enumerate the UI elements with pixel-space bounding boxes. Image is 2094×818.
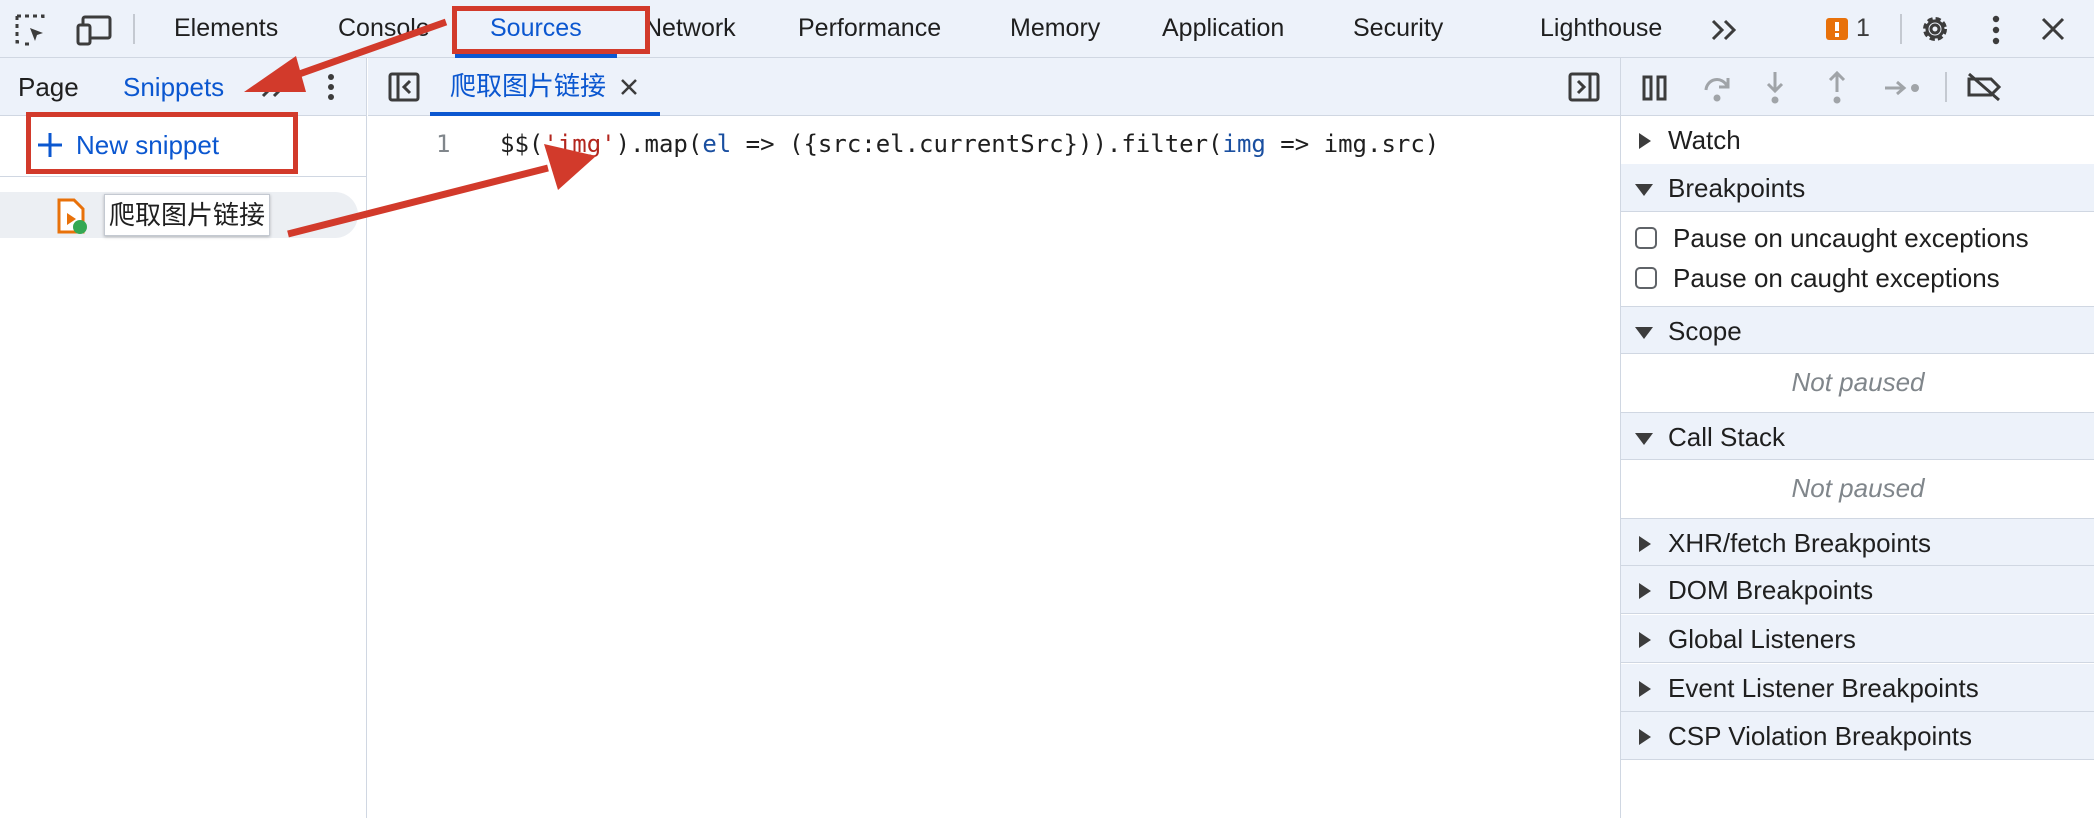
expanded-arrow-icon (1635, 433, 1653, 445)
event-label: Event Listener Breakpoints (1668, 673, 1979, 703)
pause-uncaught-label: Pause on uncaught exceptions (1673, 223, 2029, 253)
kebab-menu-icon[interactable] (1988, 14, 2004, 46)
collapsed-arrow-icon (1639, 681, 1651, 697)
pause-resume-icon[interactable] (1641, 74, 1669, 102)
new-snippet-label: New snippet (76, 130, 220, 160)
pause-caught-row[interactable]: Pause on caught exceptions (1621, 258, 2094, 298)
debugger-toolbar (1621, 58, 2094, 116)
watch-label: Watch (1668, 125, 1741, 155)
collapsed-arrow-icon (1639, 729, 1651, 745)
step-out-icon[interactable] (1825, 70, 1849, 106)
line-number: 1 (436, 130, 451, 158)
tab-security[interactable]: Security (1353, 14, 1444, 42)
inspect-element-icon[interactable] (14, 13, 48, 47)
csp-violation-breakpoints-header[interactable]: CSP Violation Breakpoints (1621, 712, 2094, 760)
collapsed-arrow-icon (1639, 583, 1651, 599)
xhr-label: XHR/fetch Breakpoints (1668, 528, 1932, 558)
breakpoints-section-header[interactable]: Breakpoints (1621, 164, 2094, 212)
tab-page[interactable]: Page (18, 72, 79, 102)
close-icon[interactable] (2040, 16, 2066, 42)
toolbar-separator (133, 14, 135, 44)
issues-warning-icon[interactable] (1826, 18, 1848, 40)
toggle-navigator-icon[interactable] (388, 72, 420, 102)
step-icon[interactable] (1883, 78, 1923, 98)
navigator-menu-icon[interactable] (324, 72, 338, 102)
pause-uncaught-checkbox[interactable] (1635, 227, 1657, 249)
sources-navigator: Page Snippets New snippet 爬取图片链接 (0, 58, 367, 818)
csp-label: CSP Violation Breakpoints (1668, 721, 1973, 751)
annotation-box-sources-tab (452, 6, 650, 54)
code-token-param: el (702, 130, 732, 158)
code-editor-area: 爬取图片链接 1 $$('img').map(el => ({src:el.cu… (368, 58, 1620, 818)
code-token-plain: $$( (500, 130, 544, 158)
new-snippet-button[interactable]: New snippet (34, 128, 294, 162)
global-listeners-header[interactable]: Global Listeners (1621, 615, 2094, 663)
global-label: Global Listeners (1668, 624, 1856, 654)
collapsed-arrow-icon (1639, 632, 1651, 648)
open-file-tab-underline (430, 112, 660, 116)
collapsed-arrow-icon (1639, 133, 1651, 149)
navigator-tabbar: Page Snippets (0, 58, 366, 116)
call-stack-label: Call Stack (1668, 422, 1786, 452)
device-toolbar-icon[interactable] (76, 14, 112, 46)
snippet-name[interactable]: 爬取图片链接 (104, 194, 271, 236)
pause-uncaught-row[interactable]: Pause on uncaught exceptions (1621, 218, 2094, 258)
open-file-tab[interactable]: 爬取图片链接 (430, 58, 660, 116)
devtools-main-toolbar: Elements Console Sources Network Perform… (0, 0, 2094, 58)
scope-not-paused: Not paused (1791, 367, 1925, 397)
expanded-arrow-icon (1635, 184, 1653, 196)
watch-section-header[interactable]: Watch (1621, 116, 2094, 164)
deactivate-breakpoints-icon[interactable] (1965, 72, 2003, 102)
xhr-breakpoints-header[interactable]: XHR/fetch Breakpoints (1621, 518, 2094, 566)
step-over-icon[interactable] (1701, 72, 1733, 104)
tab-performance[interactable]: Performance (798, 14, 942, 42)
snippet-file-icon (57, 198, 87, 234)
scope-section-header[interactable]: Scope (1621, 306, 2094, 354)
tab-network[interactable]: Network (644, 14, 736, 42)
close-tab-icon[interactable] (620, 78, 638, 96)
code-line[interactable]: $$('img').map(el => ({src:el.currentSrc}… (500, 128, 1439, 160)
tab-sources[interactable]: Sources (490, 14, 582, 42)
pause-caught-checkbox[interactable] (1635, 267, 1657, 289)
plus-icon (38, 133, 62, 157)
debugger-sidebar: Watch Breakpoints Pause on uncaught exce… (1620, 58, 2094, 818)
step-into-icon[interactable] (1763, 70, 1787, 106)
toggle-debugger-icon[interactable] (1568, 72, 1600, 102)
tab-console[interactable]: Console (338, 14, 430, 42)
collapsed-arrow-icon (1639, 536, 1651, 552)
tab-lighthouse[interactable]: Lighthouse (1540, 14, 1663, 42)
dom-label: DOM Breakpoints (1668, 575, 1874, 605)
expanded-arrow-icon (1635, 327, 1653, 339)
code-token-plain: => img.src) (1265, 130, 1440, 158)
call-stack-not-paused: Not paused (1791, 473, 1925, 503)
tab-elements[interactable]: Elements (174, 14, 279, 42)
code-token-param: img (1222, 130, 1266, 158)
debugger-toolbar-separator (1945, 72, 1947, 102)
editor-tabbar: 爬取图片链接 (368, 58, 1620, 116)
active-tab-underline (455, 54, 617, 58)
code-token-plain: ).map( (615, 130, 703, 158)
tab-application[interactable]: Application (1162, 14, 1285, 42)
pause-caught-label: Pause on caught exceptions (1673, 263, 2000, 293)
event-listener-breakpoints-header[interactable]: Event Listener Breakpoints (1621, 664, 2094, 712)
annotation-box-new-snippet (26, 112, 298, 174)
dom-breakpoints-header[interactable]: DOM Breakpoints (1621, 566, 2094, 614)
call-stack-section-header[interactable]: Call Stack (1621, 412, 2094, 460)
code-token-plain: => ({src:el.currentSrc})).filter( (731, 130, 1223, 158)
tab-memory[interactable]: Memory (1010, 14, 1101, 42)
breakpoints-label: Breakpoints (1668, 173, 1806, 203)
more-tabs-chevron-icon[interactable] (1710, 18, 1742, 42)
open-file-tab-label: 爬取图片链接 (450, 71, 607, 101)
navigator-divider (0, 176, 366, 177)
tab-snippets[interactable]: Snippets (123, 72, 225, 102)
toolbar-separator (1900, 14, 1902, 44)
issues-count[interactable]: 1 (1856, 14, 1870, 42)
scope-label: Scope (1668, 316, 1742, 346)
settings-gear-icon[interactable] (1918, 12, 1952, 46)
